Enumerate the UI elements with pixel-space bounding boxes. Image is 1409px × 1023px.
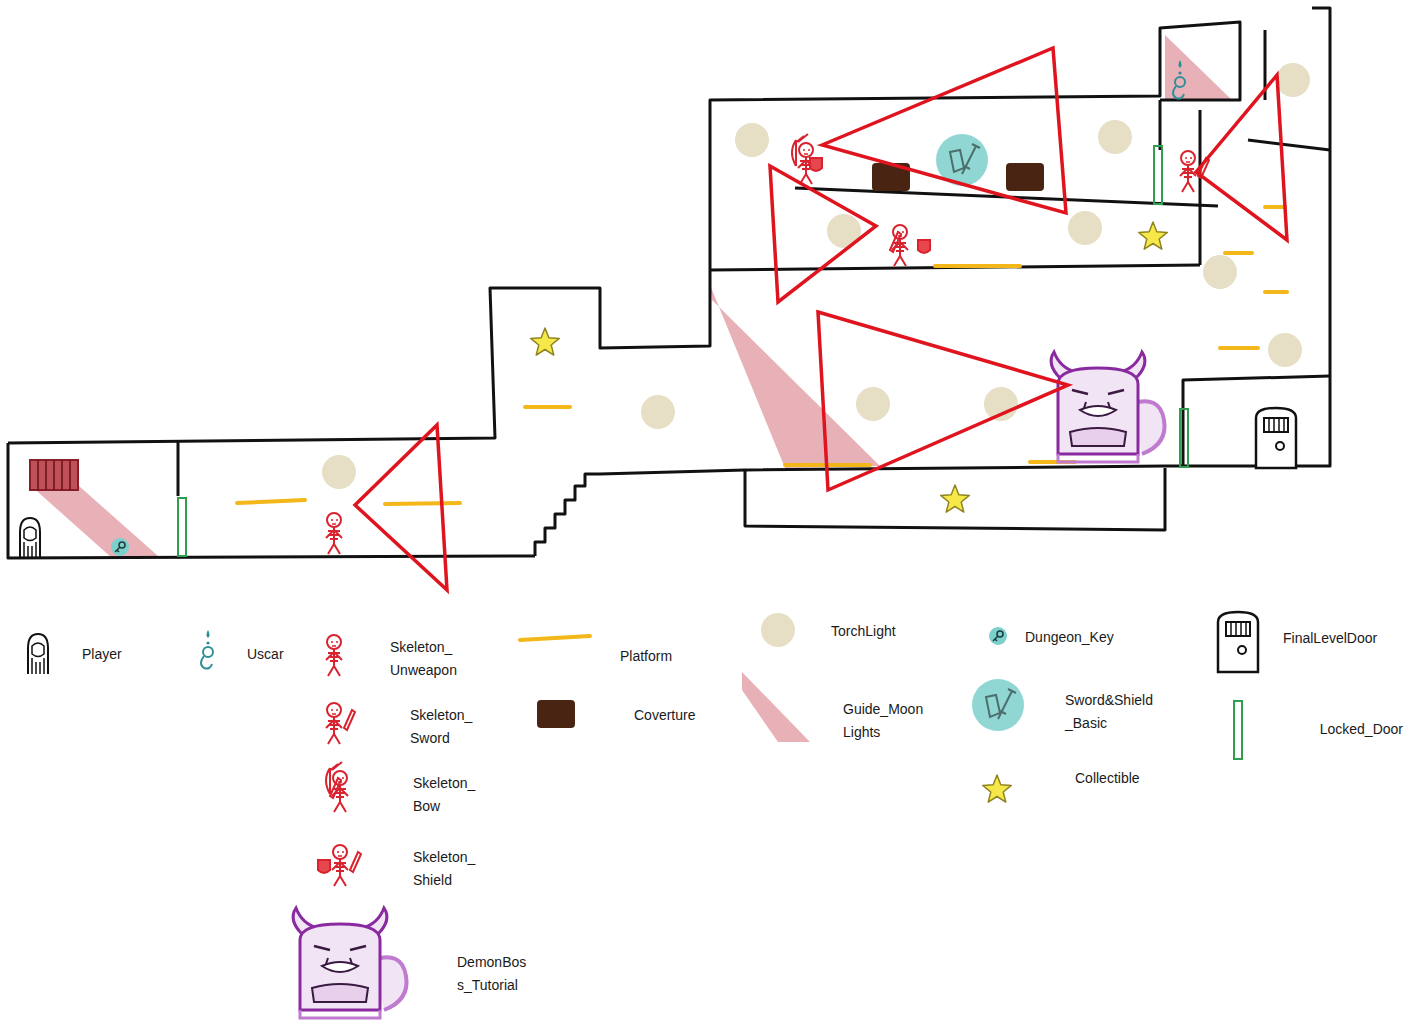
legend-label: Skeleton_ Unweapon <box>390 636 468 682</box>
covertures <box>537 163 1044 728</box>
doors <box>178 146 1296 759</box>
legend-label: Platform <box>620 645 672 668</box>
platforms <box>237 207 1287 640</box>
legend-label: Player <box>82 643 122 666</box>
crate <box>30 460 78 490</box>
skeletons <box>318 134 1209 886</box>
moonlight-beams <box>30 35 1232 742</box>
demon-boss <box>293 352 1164 1018</box>
level-walls <box>8 8 1330 558</box>
legend-label: Skeleton_ Shield <box>413 846 491 892</box>
legend-label: Guide_Moon Lights <box>843 698 933 744</box>
view-cones <box>355 48 1287 590</box>
characters <box>20 60 1185 674</box>
legend-label: TorchLight <box>831 620 896 643</box>
legend-label: Skeleton_ Sword <box>410 704 488 750</box>
legend-label: Locked_Door <box>1320 718 1403 741</box>
collectibles <box>531 222 1168 802</box>
legend-label: Collectible <box>1075 767 1140 790</box>
legend-label: Skeleton_ Bow <box>413 772 491 818</box>
legend-label: FinalLevelDoor <box>1283 627 1377 650</box>
legend-label: Sword&Shield _Basic <box>1065 689 1161 735</box>
legend-label: Coverture <box>634 704 695 727</box>
torch-lights <box>322 63 1310 647</box>
legend-label: DemonBos s_Tutorial <box>457 951 533 997</box>
legend-label: Dungeon_Key <box>1025 626 1114 649</box>
legend-label: Uscar <box>247 643 284 666</box>
items <box>111 134 1024 731</box>
